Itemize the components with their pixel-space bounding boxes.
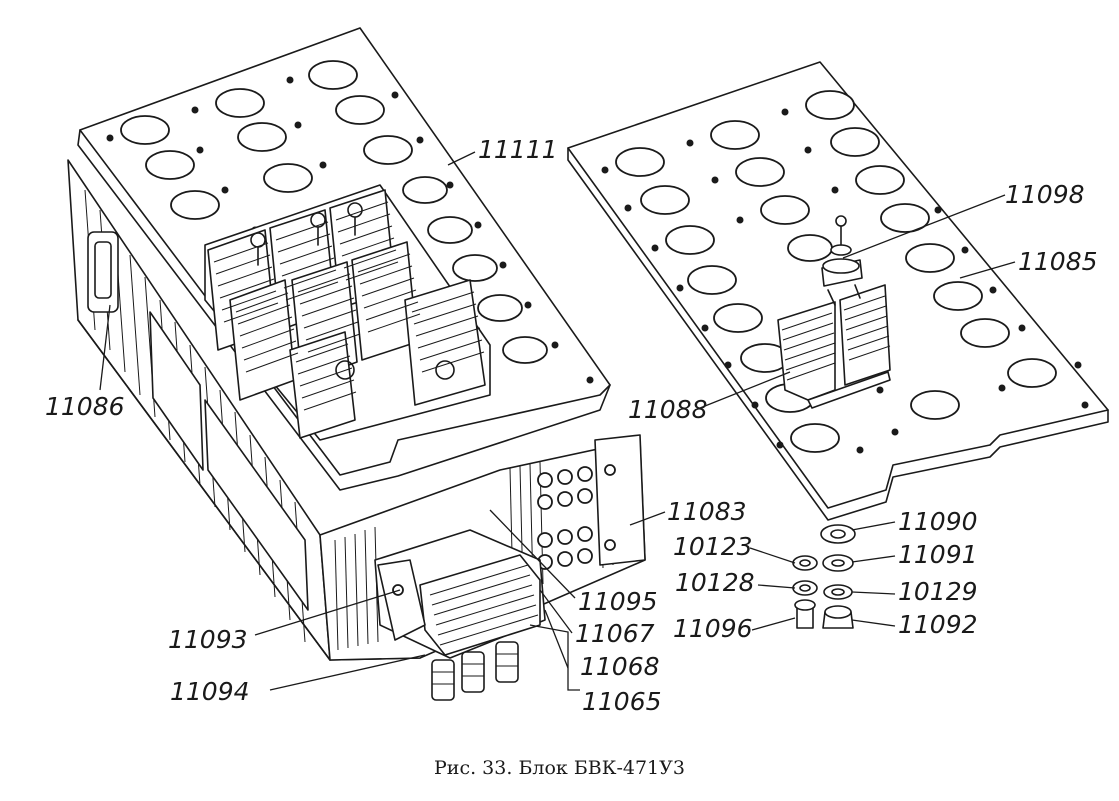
figure-caption: Рис. 33. Блок БВК-471У3 bbox=[434, 757, 685, 779]
leader-11092 bbox=[851, 619, 896, 627]
callout-11094: 11094 bbox=[170, 677, 250, 706]
heatsink-left-fin-block bbox=[777, 301, 836, 401]
callout-labels: 11111 11098 11085 11086 11088 11083 1109… bbox=[45, 135, 1098, 716]
leader-11085 bbox=[959, 261, 1016, 279]
terminal-holes bbox=[537, 464, 616, 570]
thyristor-heatsink-array bbox=[204, 184, 491, 441]
leader-lines bbox=[99, 151, 1016, 691]
callout-11092: 11092 bbox=[898, 610, 978, 639]
washer-10123 bbox=[792, 555, 818, 571]
leader-11096 bbox=[751, 617, 796, 631]
separate-plate bbox=[567, 61, 1109, 509]
leader-11086 bbox=[99, 304, 111, 391]
separate-plate-assembly bbox=[567, 61, 1109, 629]
leader-11095 bbox=[489, 509, 576, 599]
side-handle bbox=[87, 231, 119, 313]
washer-10128 bbox=[792, 580, 818, 596]
separate-plate-edge bbox=[567, 147, 1109, 521]
heatsink-right-fin-block bbox=[839, 284, 891, 386]
callout-10128: 10128 bbox=[675, 568, 755, 597]
separate-plate-small-holes bbox=[601, 108, 1089, 454]
leader-11065 bbox=[529, 624, 580, 691]
top-plate-holes bbox=[120, 60, 548, 364]
callout-10123: 10123 bbox=[673, 532, 753, 561]
side-panel-lower bbox=[204, 399, 309, 611]
callout-11067: 11067 bbox=[575, 619, 655, 648]
side-panel-upper bbox=[149, 311, 204, 471]
leader-10128 bbox=[757, 584, 796, 589]
callout-11111: 11111 bbox=[478, 135, 558, 164]
callout-11083: 11083 bbox=[667, 497, 747, 526]
callout-11068: 11068 bbox=[580, 652, 660, 681]
assembled-block bbox=[67, 27, 646, 701]
single-heatsink bbox=[777, 215, 891, 409]
top-plate-edge bbox=[77, 129, 611, 491]
leader-11090 bbox=[851, 521, 896, 531]
leader-11088 bbox=[694, 371, 791, 411]
leader-11111 bbox=[447, 151, 476, 166]
leader-11098 bbox=[842, 194, 1006, 259]
heatsink-base bbox=[807, 371, 891, 409]
callout-11098: 11098 bbox=[1005, 180, 1085, 209]
callout-11095: 11095 bbox=[578, 587, 658, 616]
connector-ribs bbox=[429, 564, 539, 646]
leader-11068 bbox=[544, 609, 569, 669]
nut-11091 bbox=[822, 554, 854, 572]
leader-11083 bbox=[629, 511, 666, 526]
side-handle-inner bbox=[94, 241, 112, 299]
leader-11093 bbox=[254, 589, 401, 636]
washer-11090 bbox=[820, 524, 856, 544]
top-plate-small-holes bbox=[106, 76, 594, 384]
callout-11096: 11096 bbox=[673, 614, 753, 643]
leader-11094 bbox=[269, 654, 426, 691]
callout-10129: 10129 bbox=[898, 577, 978, 606]
cable-glands bbox=[431, 641, 519, 701]
callout-11085: 11085 bbox=[1018, 247, 1098, 276]
fastener-set bbox=[792, 524, 856, 629]
terminal-bracket bbox=[594, 434, 646, 566]
callout-11088: 11088 bbox=[628, 395, 708, 424]
washer-10129 bbox=[823, 584, 853, 600]
callout-11065: 11065 bbox=[582, 687, 662, 716]
connector-bracket bbox=[377, 559, 426, 641]
callout-11093: 11093 bbox=[168, 625, 248, 654]
leader-11091 bbox=[851, 555, 896, 563]
separate-plate-holes bbox=[615, 90, 1057, 453]
leader-11067 bbox=[539, 589, 573, 634]
callout-11086: 11086 bbox=[45, 392, 125, 421]
leader-10123 bbox=[749, 547, 796, 564]
leader-10129 bbox=[851, 591, 896, 595]
callout-11090: 11090 bbox=[898, 507, 978, 536]
connector-front bbox=[419, 554, 541, 656]
callout-11091: 11091 bbox=[898, 540, 978, 569]
